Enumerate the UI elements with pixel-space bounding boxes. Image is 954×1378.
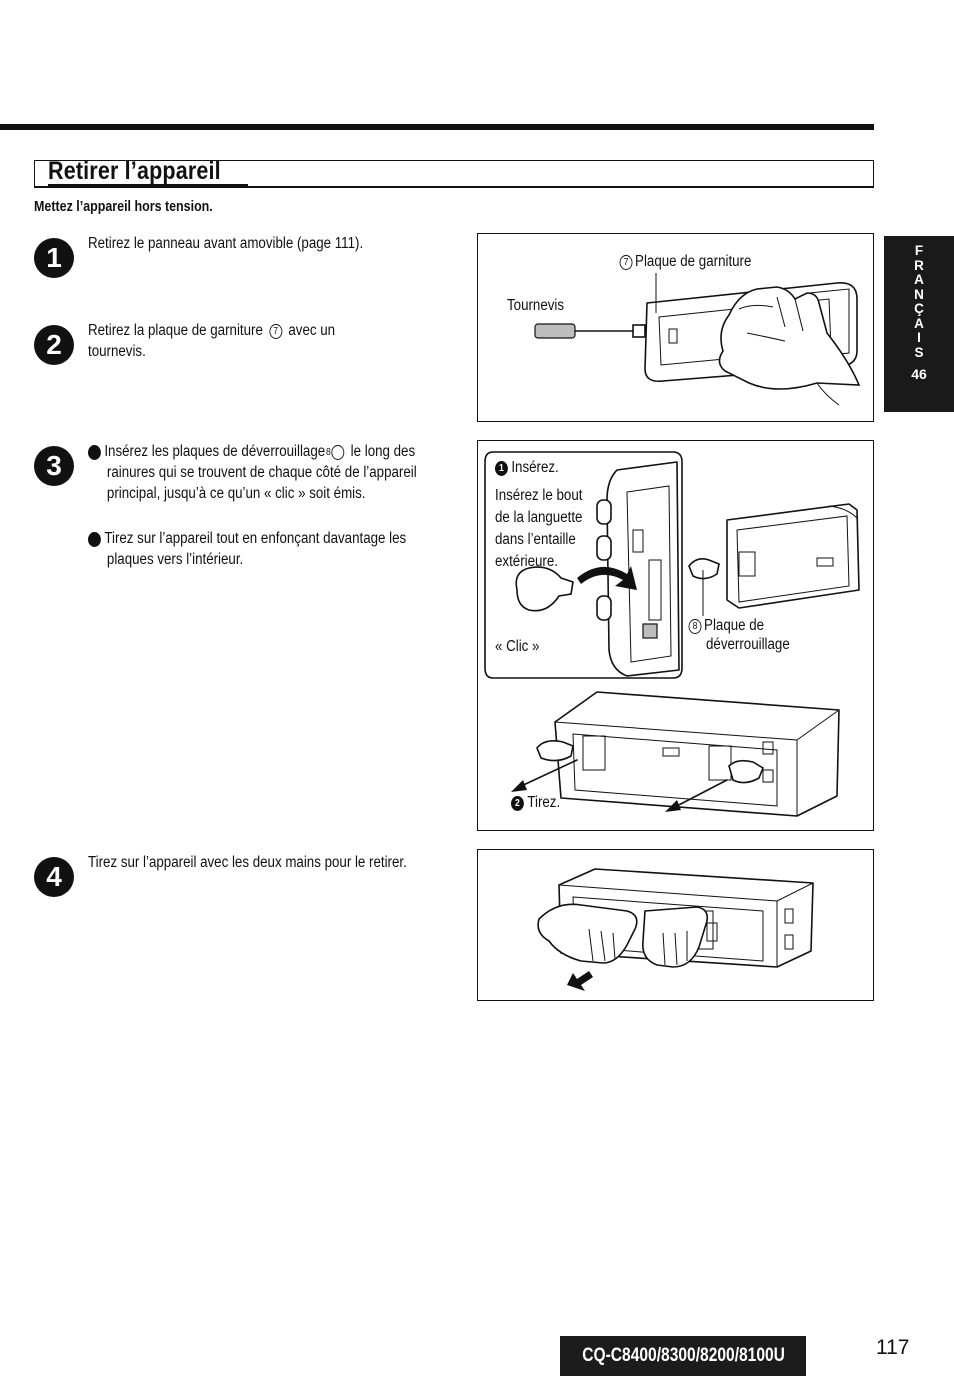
language-letter: N <box>914 286 924 302</box>
page-title: Retirer l’appareil <box>48 157 221 185</box>
figure-2-release-ref: 8 <box>688 619 702 634</box>
title-box <box>34 160 874 188</box>
step-4-number: 4 <box>34 857 74 897</box>
figure-2-click-label: « Clic » <box>495 638 540 655</box>
language-side-tab: F R A N Ç A I S 46 <box>884 236 954 412</box>
step-3-sub1-num: 1 <box>83 445 101 460</box>
figure-3-illustration <box>537 868 814 991</box>
figure-2-insert-note-4: extérieure. <box>495 553 558 570</box>
title-underline <box>48 184 248 186</box>
step-3-number: 3 <box>34 446 74 486</box>
figure-2-box <box>477 440 874 831</box>
language-letter: Ç <box>914 301 924 316</box>
language-letter: R <box>914 257 924 273</box>
language-letter: A <box>914 315 924 331</box>
step-3-sub1-text-before: Insérez les plaques de déverrouillage <box>104 443 326 460</box>
figure-1-tool-label: Tournevis <box>507 297 565 314</box>
figure-2-insert-num: 1 <box>495 461 508 476</box>
figure-2-pull-num: 2 <box>511 796 524 811</box>
step-3-sub2-num: 2 <box>83 532 101 547</box>
figure-2-release-label-2: déverrouillage <box>706 636 790 653</box>
figure-1-illustration <box>534 273 861 406</box>
figure-2-insert-note-1: Insérez le bout <box>495 487 583 504</box>
language-letter: F <box>914 243 924 258</box>
figure-2-release-text-1: Plaque de <box>704 617 765 634</box>
step-1-number: 1 <box>34 238 74 278</box>
language-letter: I <box>917 330 921 345</box>
language-letter: S <box>914 344 924 360</box>
figure-1-plate-ref: 7 <box>619 255 633 270</box>
figure-2-insert-note-2: de la languette <box>495 509 583 526</box>
step-2-text-before: Retirez la plaque de garniture <box>88 322 263 339</box>
step-2-ref: 7 <box>269 324 283 339</box>
model-number: CQ-C8400/8300/8200/8100U <box>582 1345 785 1366</box>
step-2-number: 2 <box>34 325 74 365</box>
model-number-bar: CQ-C8400/8300/8200/8100U <box>560 1336 806 1376</box>
figure-2-insert-note-3: dans l’entaille <box>495 531 576 548</box>
step-3-sub1-text-after: le long des rainures qui se trouvent de … <box>106 443 417 502</box>
figure-2-insert-text: Insérez. <box>511 459 559 476</box>
language-letter: A <box>914 272 924 287</box>
step-2-text-after: avec un tournevis. <box>88 322 336 360</box>
step-3-sub1-ref: 8 <box>326 445 345 460</box>
figure-2-illustration <box>484 451 860 817</box>
figure-1-plate-text: Plaque de garniture <box>635 253 752 270</box>
figure-2-pull-text: Tirez. <box>527 794 561 811</box>
step-2-text: Retirez la plaque de garniture 7 avec un… <box>88 320 380 362</box>
step-4-text: Tirez sur l’appareil avec les deux mains… <box>88 854 407 871</box>
top-rule <box>0 124 874 130</box>
language-letters: F R A N Ç A I S <box>884 236 954 360</box>
page-subtitle: Mettez l’appareil hors tension. <box>34 199 213 215</box>
section-page-number: 46 <box>911 366 927 382</box>
page-number: 117 <box>876 1336 910 1359</box>
step-3-sub2-text: Tirez sur l’appareil tout en enfonçant d… <box>104 530 407 568</box>
step-1-text: Retirez le panneau avant amovible (page … <box>88 235 364 252</box>
